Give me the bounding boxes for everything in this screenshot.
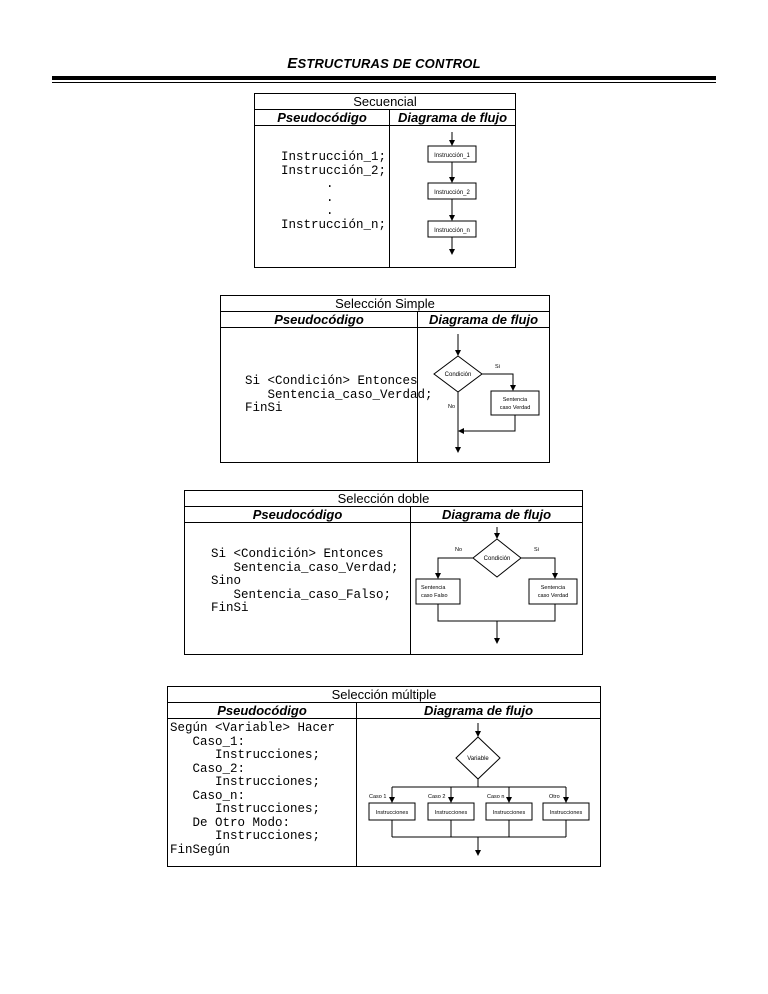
column-header-diagram: Diagrama de flujo xyxy=(417,311,550,328)
branch-true-line xyxy=(482,373,516,391)
title-rule-thin xyxy=(52,82,716,83)
pseudocode-line: Instrucciones; xyxy=(170,829,321,843)
table-title: Selección doble xyxy=(183,490,584,507)
pseudocode-line: . xyxy=(281,190,334,205)
branch-false-line xyxy=(435,557,473,579)
branch-true-label: Si xyxy=(534,547,539,553)
case-2-box-label: Instrucciones xyxy=(435,810,468,816)
pseudocode-line: Instrucción_1; xyxy=(281,150,387,164)
pseudocode-block: Instrucción_1; Instrucción_2; . . . Inst… xyxy=(255,126,389,232)
case-otro-label: Otro xyxy=(549,794,560,800)
column-header-pseudocode: Pseudocódigo xyxy=(167,702,357,719)
pseudocode-cell: Si <Condición> Entonces Sentencia_caso_V… xyxy=(184,522,411,655)
table-title: Selección múltiple xyxy=(167,686,601,703)
flowchart-cell: Variable Caso 1 Instrucciones Caso 2 Ins… xyxy=(356,718,601,867)
pseudocode-line: Caso_1: xyxy=(170,734,246,749)
decision-label: Condición xyxy=(445,372,472,378)
flowchart-doble: Condición No Si Sentencia caso Falso Sen… xyxy=(415,527,578,644)
pseudocode-line: . xyxy=(281,177,334,191)
true-action-label-2: caso Verdad xyxy=(538,593,569,599)
case-n-box-label: Instrucciones xyxy=(493,810,526,816)
true-action-label-2: caso Verdad xyxy=(500,405,531,411)
flowchart-secuencial: Instrucción_1 Instrucción_2 Instrucción_… xyxy=(427,132,477,255)
title-rule-thick xyxy=(52,76,716,80)
decision-label: Condición xyxy=(484,556,511,562)
true-action-box xyxy=(528,578,578,605)
flow-box-1-label: Instrucción_1 xyxy=(434,153,470,159)
merge-line xyxy=(437,604,556,622)
pseudocode-line: . xyxy=(281,204,334,218)
case-otro-box-label: Instrucciones xyxy=(550,810,583,816)
table-seleccion-simple: Selección Simple Pseudocódigo Diagrama d… xyxy=(220,295,550,463)
pseudocode-line: FinSi xyxy=(245,401,283,415)
pseudocode-line: Instrucciones; xyxy=(170,748,321,762)
table-seleccion-doble: Selección doble Pseudocódigo Diagrama de… xyxy=(183,490,584,655)
pseudocode-line: Sentencia_caso_Falso; xyxy=(211,587,392,602)
flowchart-simple: Condición Si Sentencia caso Verdad No xyxy=(433,334,540,453)
case-n-label: Caso n xyxy=(487,794,504,800)
pseudocode-cell: Instrucción_1; Instrucción_2; . . . Inst… xyxy=(254,125,390,268)
pseudocode-line: FinSegún xyxy=(170,842,231,857)
pseudocode-block: Si <Condición> Entonces Sentencia_caso_V… xyxy=(185,523,410,616)
pseudocode-line: Instrucción_2; xyxy=(281,163,387,178)
merge-line xyxy=(458,415,516,434)
pseudocode-line: Caso_n: xyxy=(170,788,246,803)
pseudocode-cell: Si <Condición> Entonces Sentencia_caso_V… xyxy=(220,327,433,463)
false-action-label-2: caso Falso xyxy=(421,593,448,599)
branch-false-label: No xyxy=(448,404,455,410)
table-title: Selección Simple xyxy=(220,295,550,312)
branch-true-line xyxy=(521,557,558,579)
branch-true-label: Si xyxy=(495,364,500,370)
pseudocode-line: Caso_2: xyxy=(170,761,246,776)
flow-box-n-label: Instrucción_n xyxy=(434,228,470,234)
page-title: ESTRUCTURAS DE CONTROL xyxy=(287,55,481,72)
true-action-box xyxy=(490,390,540,416)
false-action-label-1: Sentencia xyxy=(421,585,446,591)
pseudocode-line: De Otro Modo: xyxy=(170,815,291,830)
decision-label: Variable xyxy=(467,756,489,762)
pseudocode-line: Instrucción_n; xyxy=(281,217,387,232)
pseudocode-line: Instrucciones; xyxy=(170,775,321,789)
case-1-box-label: Instrucciones xyxy=(376,810,409,816)
pseudocode-line: Sino xyxy=(211,574,242,588)
flow-box-2-label: Instrucción_2 xyxy=(434,190,470,196)
table-seleccion-multiple: Selección múltiple Pseudocódigo Diagrama… xyxy=(167,686,601,867)
true-action-label-1: Sentencia xyxy=(541,585,566,591)
pseudocode-line: Sentencia_caso_Verdad; xyxy=(211,560,399,575)
pseudocode-block: Si <Condición> Entonces Sentencia_caso_V… xyxy=(221,328,433,416)
column-header-pseudocode: Pseudocódigo xyxy=(184,506,411,523)
pseudocode-line: Sentencia_caso_Verdad; xyxy=(245,387,433,402)
column-header-pseudocode: Pseudocódigo xyxy=(220,311,418,328)
table-title: Secuencial xyxy=(253,93,517,110)
flowchart-cell: Instrucción_1 Instrucción_2 Instrucción_… xyxy=(388,125,517,268)
flowchart-cell: Condición Si Sentencia caso Verdad No xyxy=(417,327,550,463)
pseudocode-line: Instrucciones; xyxy=(170,802,321,816)
column-header-diagram: Diagrama de flujo xyxy=(388,109,517,126)
column-header-diagram: Diagrama de flujo xyxy=(409,506,584,523)
pseudocode-line: Según <Variable> Hacer xyxy=(170,721,336,735)
true-action-label-1: Sentencia xyxy=(503,397,528,403)
table-secuencial: Secuencial Pseudocódigo Diagrama de fluj… xyxy=(253,93,517,268)
flowchart-multiple: Variable Caso 1 Instrucciones Caso 2 Ins… xyxy=(368,723,590,856)
pseudocode-cell: Según <Variable> Hacer Caso_1: Instrucci… xyxy=(167,718,357,867)
pseudocode-line: Si <Condición> Entonces xyxy=(245,374,418,388)
pseudocode-block: Según <Variable> Hacer Caso_1: Instrucci… xyxy=(168,719,356,857)
pseudocode-line: Si <Condición> Entonces xyxy=(211,547,384,561)
pseudocode-line: FinSi xyxy=(211,601,249,615)
branch-false-label: No xyxy=(455,547,462,553)
case-1-label: Caso 1 xyxy=(369,794,386,800)
column-header-diagram: Diagrama de flujo xyxy=(356,702,601,719)
column-header-pseudocode: Pseudocódigo xyxy=(254,109,390,126)
decision-diamond xyxy=(472,538,522,578)
case-2-label: Caso 2 xyxy=(428,794,445,800)
flowchart-cell: Condición No Si Sentencia caso Falso Sen… xyxy=(409,522,584,655)
false-action-box xyxy=(415,578,461,605)
